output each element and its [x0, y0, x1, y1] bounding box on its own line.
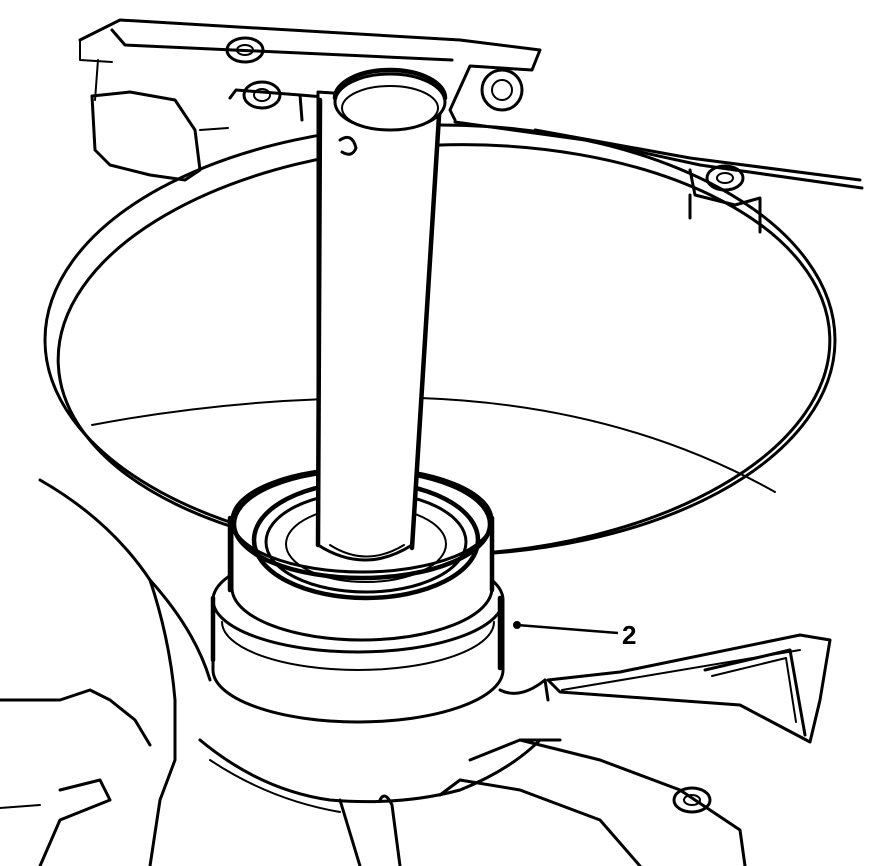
case-housing-lower — [0, 633, 832, 866]
bolt-hole-icon — [672, 786, 712, 814]
bolt-hole-icon — [225, 36, 265, 64]
bolt-hole-icon — [242, 80, 282, 110]
callout-2: 2 — [513, 620, 636, 650]
callout-label: 2 — [622, 620, 636, 650]
callout-leader-line — [516, 623, 619, 635]
bolt-holes — [225, 36, 745, 814]
bearing-installer-tool — [227, 67, 495, 642]
bolt-hole-icon — [480, 68, 524, 112]
